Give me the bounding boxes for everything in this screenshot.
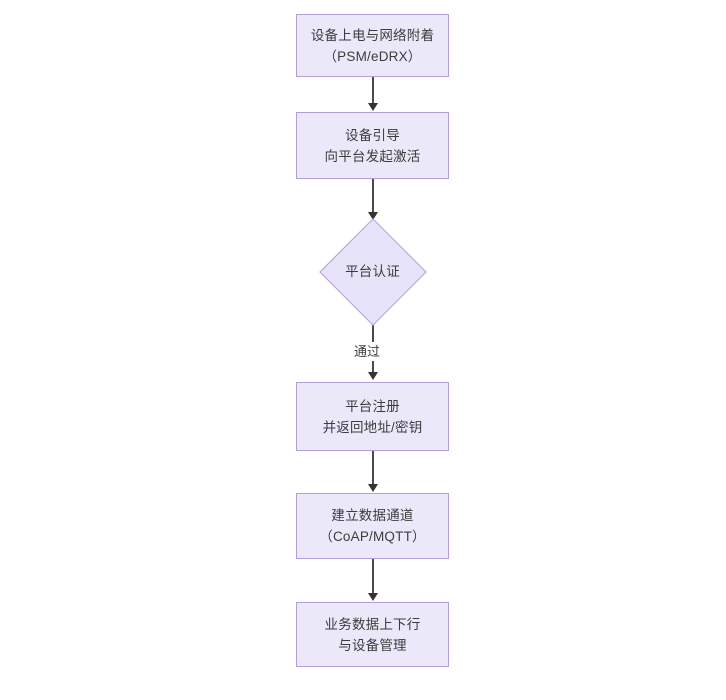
connector-register-to-channel [372,451,374,485]
node-platform-register-label: 平台注册 并返回地址/密钥 [322,398,423,435]
connector-channel-to-business [372,559,374,594]
node-business-data[interactable]: 业务数据上下行 与设备管理 [296,602,449,667]
node-power-on[interactable]: 设备上电与网络附着 （PSM/eDRX） [296,14,449,77]
node-power-on-label: 设备上电与网络附着 （PSM/eDRX） [310,27,435,64]
arrowhead-bootstrap-to-auth [368,212,378,220]
node-data-channel[interactable]: 建立数据通道 （CoAP/MQTT） [296,493,449,559]
arrowhead-power-on-to-bootstrap [368,103,378,111]
node-platform-register[interactable]: 平台注册 并返回地址/密钥 [296,382,449,451]
node-bootstrap[interactable]: 设备引导 向平台发起激活 [296,112,449,179]
node-platform-auth-label: 平台认证 [345,263,400,279]
node-platform-auth[interactable]: 平台认证 [311,217,434,326]
connector-power-on-to-bootstrap [372,77,374,104]
arrowhead-auth-to-register [368,372,378,380]
arrowhead-register-to-channel [368,484,378,492]
arrowhead-channel-to-business [368,593,378,601]
node-business-data-label: 业务数据上下行 与设备管理 [324,616,421,653]
connector-bootstrap-to-auth [372,179,374,213]
node-data-channel-label: 建立数据通道 （CoAP/MQTT） [319,508,426,544]
edge-label-pass: 通过 [351,342,384,361]
node-bootstrap-label: 设备引导 向平台发起激活 [324,127,421,164]
